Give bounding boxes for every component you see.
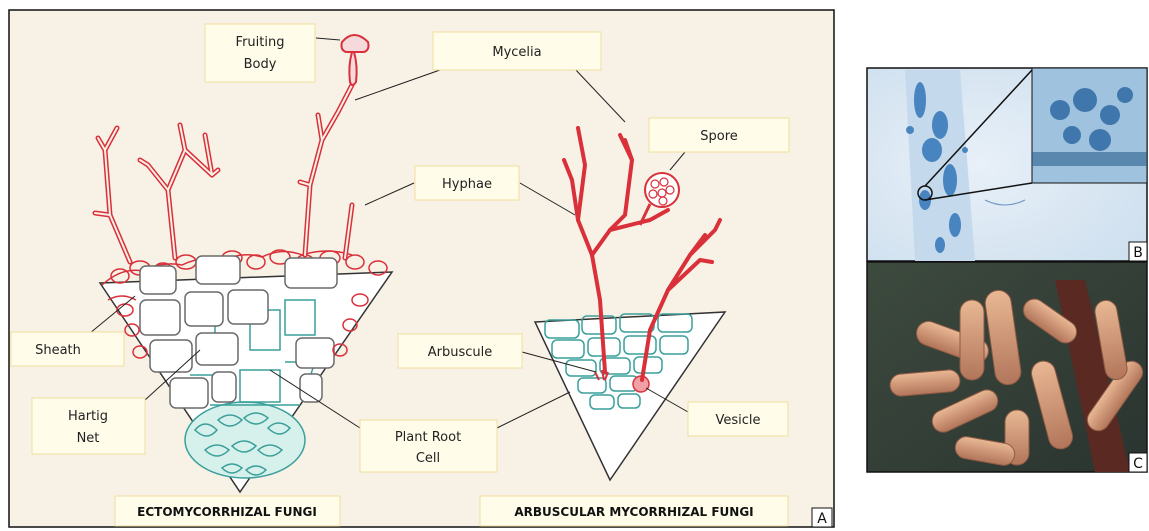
label-hartig-net: Hartig Net	[32, 398, 145, 454]
label-sheath: Sheath	[11, 332, 124, 366]
plant-root-cell-line2: Cell	[416, 451, 440, 466]
panel-c-root-photo: C	[867, 262, 1147, 472]
ecto-title-text: ECTOMYCORRHIZAL FUNGI	[137, 505, 317, 519]
label-spore: Spore	[649, 118, 789, 152]
panel-b-corner-label: B	[1133, 245, 1143, 261]
spore-label: Spore	[700, 129, 738, 144]
hyphae-label: Hyphae	[442, 177, 492, 192]
arbuscular-title-text: ARBUSCULAR MYCORRHIZAL FUNGI	[514, 505, 753, 519]
label-vesicle: Vesicle	[688, 402, 788, 436]
label-mycelia: Mycelia	[433, 32, 601, 70]
title-arbuscular: ARBUSCULAR MYCORRHIZAL FUNGI	[480, 496, 788, 526]
label-arbuscule: Arbuscule	[398, 334, 522, 368]
sheath-label: Sheath	[35, 343, 81, 358]
vesicle-label: Vesicle	[715, 413, 760, 428]
hartig-net-line2: Net	[77, 431, 100, 446]
title-ectomycorrhizal: ECTOMYCORRHIZAL FUNGI	[115, 496, 340, 526]
plant-root-cell-line1: Plant Root	[395, 430, 461, 445]
panel-b-micrograph: B	[867, 68, 1147, 261]
label-fruiting-body: Fruiting Body	[205, 24, 315, 82]
hartig-net-line1: Hartig	[68, 409, 108, 424]
panel-a-diagram: Fruiting Body Mycelia Spore Hyphae Sheat…	[9, 10, 834, 527]
panel-c-corner-label: C	[1133, 456, 1143, 472]
label-plant-root-cell: Plant Root Cell	[360, 420, 497, 472]
mycelia-label: Mycelia	[492, 45, 541, 60]
panel-a-corner-label: A	[817, 511, 827, 527]
fruiting-body-line2: Body	[244, 57, 277, 72]
label-hyphae: Hyphae	[415, 166, 519, 200]
fruiting-body-line1: Fruiting	[236, 35, 285, 50]
arbuscule-label: Arbuscule	[428, 345, 493, 360]
